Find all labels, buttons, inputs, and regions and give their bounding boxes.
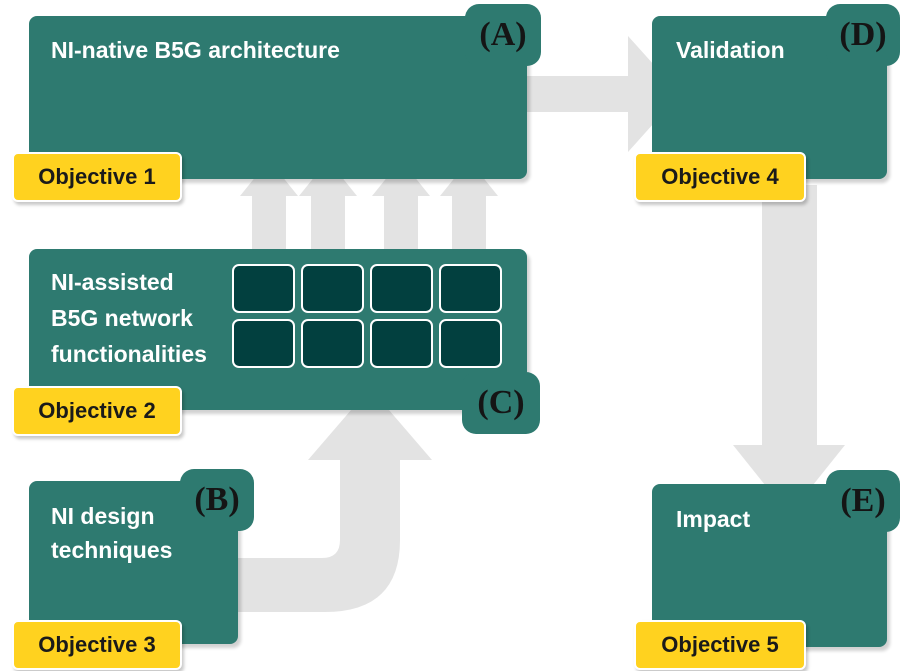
tab-d: (D): [826, 4, 900, 66]
tab-b: (B): [180, 469, 254, 531]
block-b-title-line-1: NI design: [51, 503, 155, 529]
block-a-title: NI-native B5G architecture: [51, 37, 340, 63]
block-e-title: Impact: [676, 506, 751, 532]
block-c-title-line-3: functionalities: [51, 341, 207, 367]
tab-c: (C): [462, 372, 540, 434]
grid-cell: [232, 264, 295, 313]
objective-3: Objective 3: [12, 620, 182, 670]
grid-cell: [439, 319, 502, 368]
tab-e: (E): [826, 470, 900, 532]
arrow-a-to-d: [525, 36, 680, 152]
grid-cell: [232, 319, 295, 368]
grid-cell: [301, 319, 364, 368]
grid-cell: [370, 264, 433, 313]
objective-5: Objective 5: [634, 620, 806, 670]
block-d: Validation: [652, 16, 887, 179]
block-b-title-line-2: techniques: [51, 537, 173, 563]
block-d-title: Validation: [676, 37, 785, 63]
functionality-grid: [232, 264, 502, 368]
objective-4: Objective 4: [634, 152, 806, 202]
tab-a: (A): [465, 4, 541, 66]
arrow-c-to-a-2: [299, 160, 357, 250]
block-c-title-line-2: B5G network: [51, 305, 193, 331]
grid-cell: [301, 264, 364, 313]
grid-cell: [439, 264, 502, 313]
arrow-d-to-e: [733, 185, 845, 515]
arrow-c-to-a-3: [372, 160, 430, 250]
arrow-c-to-a-1: [240, 160, 298, 250]
arrow-b-to-c: [238, 388, 432, 612]
arrow-c-to-a-4: [440, 160, 498, 250]
grid-cell: [370, 319, 433, 368]
objective-2: Objective 2: [12, 386, 182, 436]
block-c-title-line-1: NI-assisted: [51, 269, 174, 295]
block-a: NI-native B5G architecture: [29, 16, 527, 179]
objective-1: Objective 1: [12, 152, 182, 202]
